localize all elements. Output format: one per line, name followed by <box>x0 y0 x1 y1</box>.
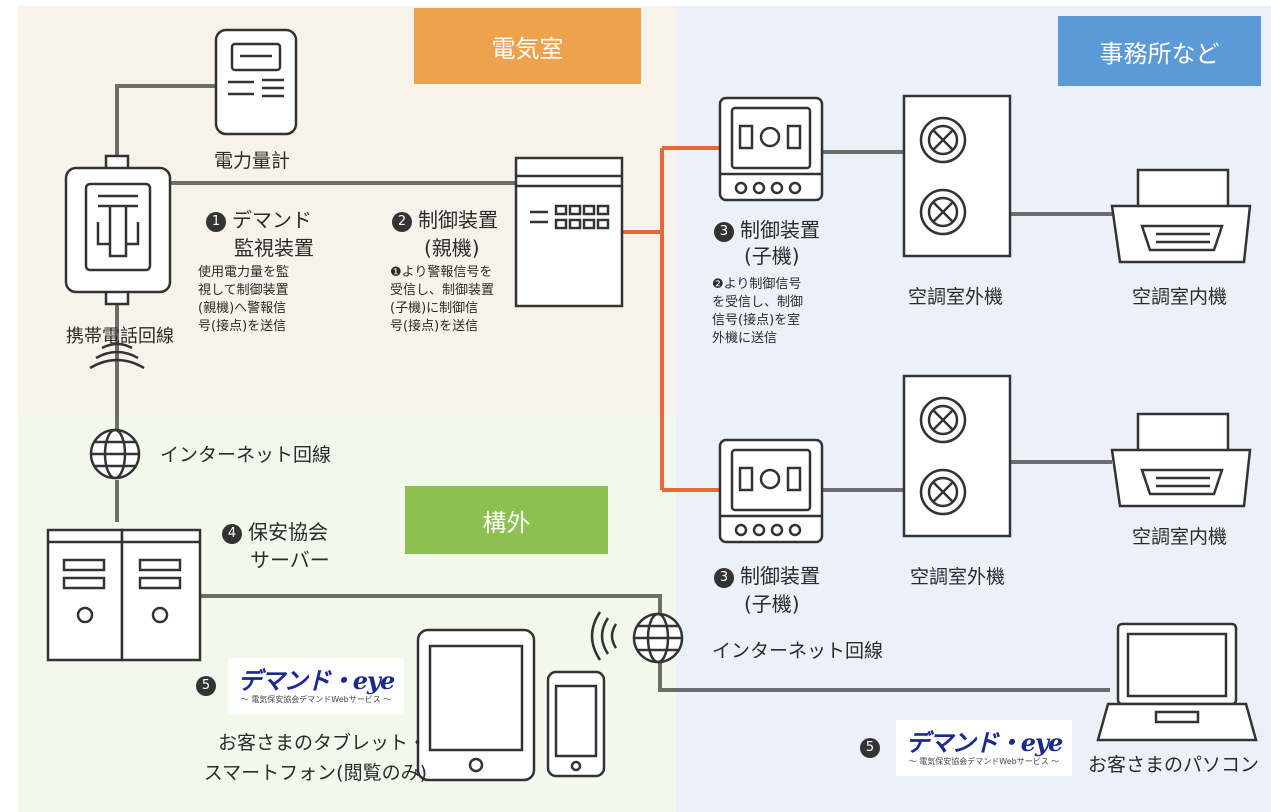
outdoor-unit-1-icon <box>902 94 1012 258</box>
tablet-icon <box>416 628 536 782</box>
globe-icon-2 <box>632 612 684 664</box>
step-number: 4 <box>222 524 242 544</box>
indoor-unit-1-label: 空調室内機 <box>1132 286 1228 308</box>
indoor-unit-2-icon <box>1110 412 1252 508</box>
outdoor-unit-2-label: 空調室外機 <box>910 566 1006 588</box>
tablet-service-number: 5 <box>196 676 222 696</box>
internet-line-2-label: インターネット回線 <box>712 640 884 662</box>
child-controller-2-title2: (子機) <box>744 592 800 616</box>
parent-controller-desc: ❶より警報信号を受信し、制御装置(子機)に制御信号(接点)を送信 <box>390 265 495 334</box>
outside-tag: 構外 <box>405 486 608 554</box>
wireless-icon <box>590 611 618 661</box>
customer-tablet-label: お客さまのタブレット・ スマートフォン(閲覧のみ) <box>203 732 428 784</box>
office-tag: 事務所など <box>1058 16 1261 86</box>
indoor-unit-2-label: 空調室内機 <box>1132 526 1228 548</box>
demand-monitor-desc: 使用電力量を監視して制御装置(親機)へ警報信号(接点)を送信 <box>198 265 290 334</box>
demand-monitor-title2: 監視装置 <box>234 236 314 260</box>
smartphone-icon <box>546 670 606 778</box>
pc-service-number: 5 <box>860 738 886 758</box>
customer-pc-label: お客さまのパソコン <box>1088 754 1260 776</box>
globe-icon-1 <box>89 428 141 480</box>
demand-eye-logo-1: デマンド・eye 〜 電気保安協会デマンドWebサービス 〜 <box>228 658 404 714</box>
server-icon <box>46 528 202 662</box>
parent-controller-title2: (親機) <box>424 236 480 260</box>
electrical-room-tag: 電気室 <box>414 8 641 84</box>
step-number: 3 <box>714 568 734 588</box>
step-number: 1 <box>206 212 226 232</box>
server-title2: サーバー <box>250 548 330 572</box>
demand-eye-logo-2: デマンド・eye 〜 電気保安協会デマンドWebサービス 〜 <box>896 720 1072 776</box>
power-meter-icon <box>214 28 298 136</box>
step-number: 2 <box>392 212 412 232</box>
child-controller-1-desc: ❷より制御信号を受信し、制御信号(接点)を室外機に送信 <box>712 277 804 346</box>
laptop-icon <box>1096 622 1258 742</box>
step-number: 3 <box>714 222 734 242</box>
demand-monitor-icon <box>64 154 172 370</box>
child-controller-1-title2: (子機) <box>744 244 800 268</box>
outdoor-unit-2-icon <box>902 374 1012 538</box>
indoor-unit-1-icon <box>1110 168 1252 264</box>
parent-controller-icon <box>514 156 624 308</box>
outdoor-unit-1-label: 空調室外機 <box>908 286 1004 308</box>
power-meter-label: 電力量計 <box>214 150 291 172</box>
signal-lines <box>622 146 722 492</box>
child-controller-2-icon <box>718 438 824 544</box>
child-controller-1-icon <box>718 96 824 202</box>
mobile-line-label: 携帯電話回線 <box>66 326 174 347</box>
internet-line-1-label: インターネット回線 <box>160 444 332 466</box>
